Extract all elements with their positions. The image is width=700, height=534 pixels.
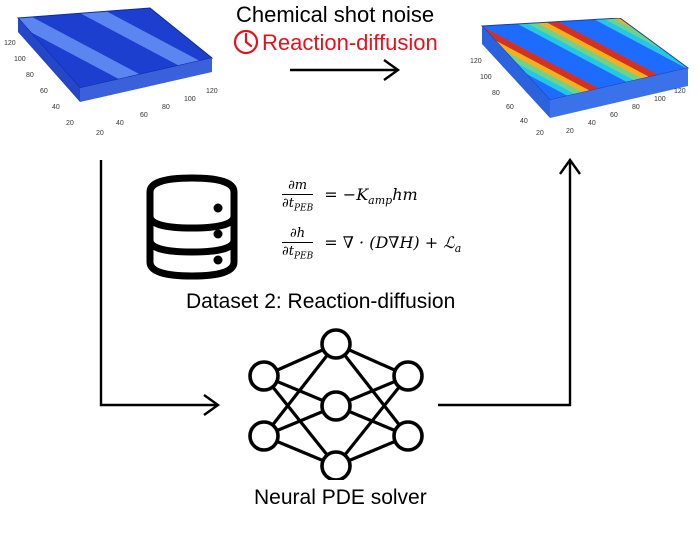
neural-network-icon — [248, 328, 424, 480]
solver-label: Neural PDE solver — [254, 486, 427, 509]
left-plot-tick: 100 — [184, 96, 196, 103]
equation-1: ∂m ∂tPEB = −Kamphm — [282, 178, 418, 214]
left-plot-tick: 20 — [66, 120, 74, 127]
right-plot-tick: 120 — [470, 58, 482, 65]
left-plot-tick: 80 — [26, 72, 34, 79]
nn-hidden-node — [320, 390, 352, 422]
top-label-reaction-diffusion: Reaction-diffusion — [262, 30, 438, 55]
right-plot-tick: 40 — [588, 120, 596, 127]
eq1-den-sub: PEB — [293, 203, 314, 214]
nn-output-node — [392, 360, 424, 392]
left-plot-tick: 100 — [14, 56, 26, 63]
eq1-den-base: ∂t — [282, 196, 294, 211]
left-plot-tick: 20 — [96, 130, 104, 137]
database-icon — [146, 174, 238, 280]
nn-input-node — [248, 360, 280, 392]
top-label-chemical-shot-noise: Chemical shot noise — [236, 2, 435, 27]
right-3d-plot — [480, 18, 690, 118]
right-plot-tick: 40 — [520, 118, 528, 125]
nn-hidden-node — [320, 450, 352, 480]
right-plot-tick: 100 — [654, 96, 666, 103]
left-plot-tick: 40 — [52, 104, 60, 111]
right-arrow-head — [559, 157, 581, 175]
left-plot-tick: 60 — [40, 88, 48, 95]
top-arrow-head — [383, 59, 401, 81]
left-3d-plot — [16, 7, 214, 102]
left-plot-tick: 120 — [206, 88, 218, 95]
left-plot-tick: 60 — [140, 112, 148, 119]
right-plot-tick: 80 — [492, 90, 500, 97]
right-plot-tick: 100 — [480, 74, 492, 81]
right-connector — [438, 162, 572, 407]
left-plot-tick: 120 — [4, 40, 16, 47]
eq1-rhs-suffix: hm — [392, 184, 418, 204]
dataset-label: Dataset 2: Reaction-diffusion — [186, 290, 456, 313]
right-plot-tick: 80 — [632, 104, 640, 111]
clock-icon — [233, 29, 259, 55]
eq2-rhs-prefix: = ∇ · (D∇H) + ℒ — [324, 232, 455, 252]
left-arrow-head — [203, 394, 221, 416]
nn-hidden-node — [320, 328, 352, 360]
right-plot-tick: 60 — [610, 112, 618, 119]
eq2-rhs-sub: a — [454, 241, 462, 255]
right-plot-tick: 60 — [506, 104, 514, 111]
equation-2: ∂h ∂tPEB = ∇ · (D∇H) + ℒa — [282, 226, 461, 262]
eq2-den-sub: PEB — [293, 251, 314, 262]
left-plot-tick: 80 — [162, 104, 170, 111]
eq1-rhs-prefix: = −K — [324, 184, 369, 204]
nn-output-node — [392, 420, 424, 452]
nn-input-node — [248, 420, 280, 452]
left-connector — [99, 160, 216, 407]
eq2-den-base: ∂t — [282, 244, 294, 259]
right-plot-tick: 20 — [536, 130, 544, 137]
eq2-numerator: ∂h — [282, 226, 314, 243]
left-plot-tick: 40 — [116, 120, 124, 127]
eq1-rhs-sub: amp — [368, 193, 393, 207]
right-plot-tick: 20 — [566, 128, 574, 135]
eq1-numerator: ∂m — [282, 178, 314, 195]
right-plot-tick: 120 — [674, 88, 686, 95]
